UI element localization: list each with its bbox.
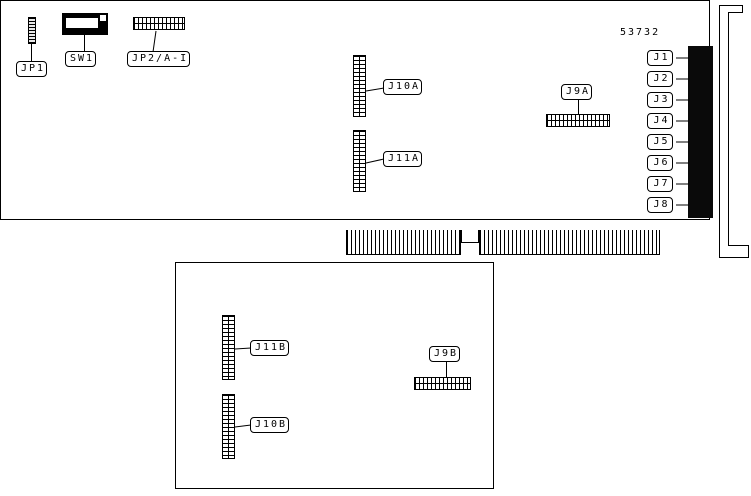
label-jp1: JP1 [16, 61, 48, 77]
j9b-header [414, 377, 471, 390]
label-j10a: J10A [383, 79, 423, 95]
label-j9a: J9A [561, 84, 593, 100]
label-j2: J2 [647, 71, 673, 87]
sw1-position-marker [100, 15, 106, 21]
edge-connector-fingers-front [346, 230, 461, 255]
label-j4: J4 [647, 113, 673, 129]
label-sw1: SW1 [65, 51, 97, 67]
edge-connector-fingers-rear [479, 230, 660, 255]
external-connector-block [688, 46, 713, 218]
part-number: 53732 [620, 27, 661, 38]
label-j3: J3 [647, 92, 673, 108]
j11b-header [222, 315, 235, 380]
label-j11a: J11A [383, 151, 423, 167]
label-jp2: JP2/A-I [127, 51, 191, 67]
label-j1: J1 [647, 50, 673, 66]
edge-connector-key-notch [461, 230, 479, 243]
label-j10b: J10B [250, 417, 290, 433]
jp1-jumper [28, 17, 36, 44]
label-j7: J7 [647, 176, 673, 192]
sw1-switch-band [66, 18, 98, 28]
label-j5: J5 [647, 134, 673, 150]
label-j9b: J9B [429, 346, 461, 362]
mounting-bracket [719, 5, 749, 258]
label-j8: J8 [647, 197, 673, 213]
j11a-header [353, 130, 366, 192]
j10a-header [353, 55, 366, 117]
sw1-dip-switch [62, 13, 108, 35]
jp2-header [133, 17, 185, 30]
j10b-header [222, 394, 235, 459]
label-j11b: J11B [250, 340, 290, 356]
j9a-header [546, 114, 610, 127]
label-j6: J6 [647, 155, 673, 171]
